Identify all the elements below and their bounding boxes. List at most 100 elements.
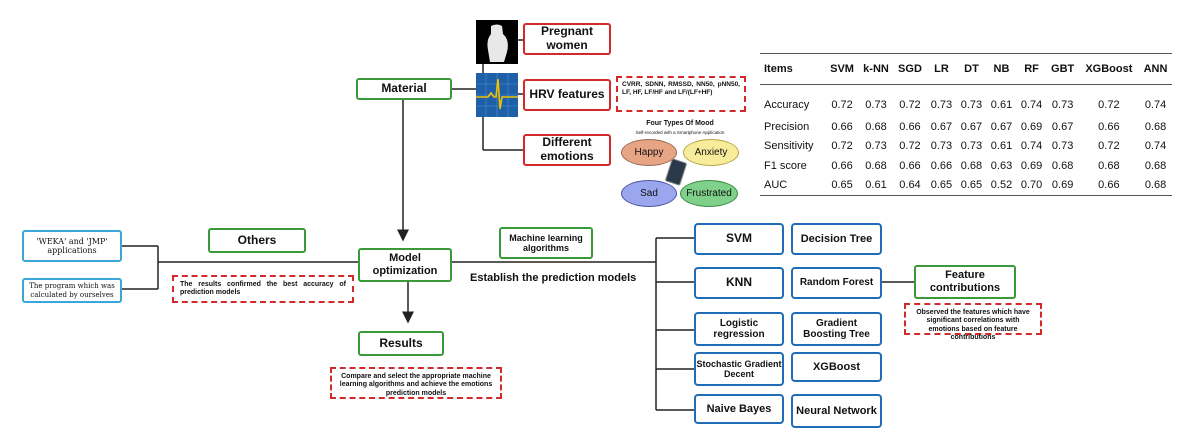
model-sgd: Stochastic Gradient Decent (694, 352, 784, 386)
hrv-features-list: CVRR, SDNN, RMSSD, NN50, pNN50, LF, HF, … (616, 76, 746, 112)
table-header: ANN (1143, 63, 1168, 75)
table-cell: 0.65 (831, 179, 853, 192)
table-cell: 0.73 (930, 99, 953, 111)
table-cell: 0.72 (899, 99, 921, 111)
table-cell: 0.68 (1051, 159, 1074, 172)
table-header: k-NN (863, 63, 889, 75)
model-naive-bayes: Naive Bayes (694, 394, 784, 424)
table-cell: 0.69 (1020, 159, 1043, 172)
ecg-icon (476, 73, 518, 117)
table-cell: 0.67 (1051, 120, 1074, 133)
table-cell: 0.68 (865, 159, 887, 172)
table-cell: 0.69 (1020, 120, 1043, 133)
model-logistic-regression: Logistic regression (694, 312, 784, 346)
material-box: Material (356, 78, 452, 100)
table-cell: 0.67 (990, 120, 1013, 133)
model-svm: SVM (694, 223, 784, 255)
table-header: XGBoost (1085, 63, 1133, 75)
table-cell: 0.66 (899, 159, 921, 172)
others-box: Others (208, 228, 306, 253)
table-cell: 0.65 (930, 179, 953, 192)
table-cell: 0.61 (865, 179, 887, 192)
table-cell: 0.66 (1098, 179, 1120, 192)
table-cell: 0.73 (865, 99, 887, 111)
table-cell: 0.66 (1098, 120, 1120, 133)
table-header: DT (964, 63, 979, 75)
table-cell: 0.73 (960, 99, 983, 111)
table-cell: 0.74 (1144, 140, 1167, 153)
weka-jmp-box: 'WEKA' and 'JMP' applications (22, 230, 122, 262)
table-header: Items (764, 63, 793, 75)
table-cell: 0.61 (990, 140, 1013, 153)
table-cell: 0.68 (1144, 120, 1167, 133)
table-cell: 0.61 (990, 99, 1013, 111)
table-cell: 0.68 (1144, 179, 1167, 192)
table-cell: 0.73 (865, 140, 887, 153)
table-header: SGD (898, 63, 922, 75)
mood-anxiety: Anxiety (683, 139, 739, 166)
table-cell: 0.72 (1098, 99, 1120, 111)
table-cell: 0.74 (1020, 99, 1043, 111)
table-cell: 0.72 (899, 140, 921, 153)
table-cell: 0.66 (899, 120, 921, 133)
results-note: Compare and select the appropriate machi… (330, 367, 502, 399)
model-gradient-boosting: Gradient Boosting Tree (791, 312, 882, 346)
table-cell: 0.67 (930, 120, 953, 133)
feature-note: Observed the features which have signifi… (904, 303, 1042, 341)
hrv-features-box: HRV features (523, 79, 611, 111)
table-header: LR (934, 63, 949, 75)
mood-subtitle: Self-recorded with a Smartphone Applicat… (635, 130, 725, 135)
table-row-label: Precision (764, 120, 810, 133)
table-cell: 0.69 (1051, 179, 1074, 192)
model-decision-tree: Decision Tree (791, 223, 882, 255)
results-box: Results (358, 331, 444, 356)
table-cell: 0.72 (1098, 140, 1120, 153)
table-cell: 0.64 (899, 179, 921, 192)
table-header: GBT (1051, 63, 1075, 75)
table-row-label: Sensitivity (764, 140, 814, 153)
table-cell: 0.68 (960, 159, 983, 172)
table-header: SVM (830, 63, 854, 75)
table-cell: 0.68 (865, 120, 887, 133)
feature-contributions-box: Feature contributions (914, 265, 1016, 299)
table-cell: 0.73 (960, 140, 983, 153)
model-xgboost: XGBoost (791, 352, 882, 382)
table-cell: 0.66 (831, 159, 853, 172)
table-row-label: F1 score (764, 159, 807, 172)
table-cell: 0.65 (960, 179, 983, 192)
establish-label: Establish the prediction models (470, 272, 637, 284)
mood-frustrated: Frustrated (680, 180, 738, 207)
table-cell: 0.63 (990, 159, 1013, 172)
table-cell: 0.72 (831, 140, 853, 153)
table-row: F1 score 0.66 0.68 0.66 0.66 0.68 0.63 0.69 0.68… (760, 156, 1172, 176)
table-header-row: Items SVM k-NN SGD LR DT NB RF GBT XGBoo… (760, 53, 1172, 85)
table-cell: 0.68 (1098, 159, 1120, 172)
table-cell: 0.68 (1144, 159, 1167, 172)
pregnant-women-box: Pregnant women (523, 23, 611, 55)
table-row: Precision 0.66 0.68 0.66 0.67 0.67 0.67 0.69 0.6… (760, 117, 1172, 137)
table-header: NB (993, 63, 1010, 75)
metrics-table: Items SVM k-NN SGD LR DT NB RF GBT XGBoo… (760, 53, 1172, 196)
pregnant-photo (476, 20, 518, 64)
table-row-label: AUC (764, 179, 788, 192)
own-program-box: The program which was calculated by ours… (22, 278, 122, 303)
pregnant-figure-icon (487, 24, 508, 62)
table-cell: 0.70 (1020, 179, 1043, 192)
table-cell: 0.74 (1020, 140, 1043, 153)
table-cell: 0.52 (990, 179, 1013, 192)
table-cell: 0.72 (831, 99, 853, 111)
table-cell: 0.66 (930, 159, 953, 172)
model-knn: KNN (694, 267, 784, 299)
table-row: AUC 0.65 0.61 0.64 0.65 0.65 0.52 0.70 0.69 0.66 0… (760, 176, 1172, 196)
table-cell: 0.73 (930, 140, 953, 153)
table-cell: 0.67 (960, 120, 983, 133)
mood-happy: Happy (621, 139, 677, 166)
ecg-image (476, 73, 518, 117)
table-cell: 0.74 (1144, 99, 1167, 111)
ml-algorithms-box: Machine learning algorithms (499, 227, 593, 259)
model-optimization-box: Model optimization (358, 248, 452, 282)
